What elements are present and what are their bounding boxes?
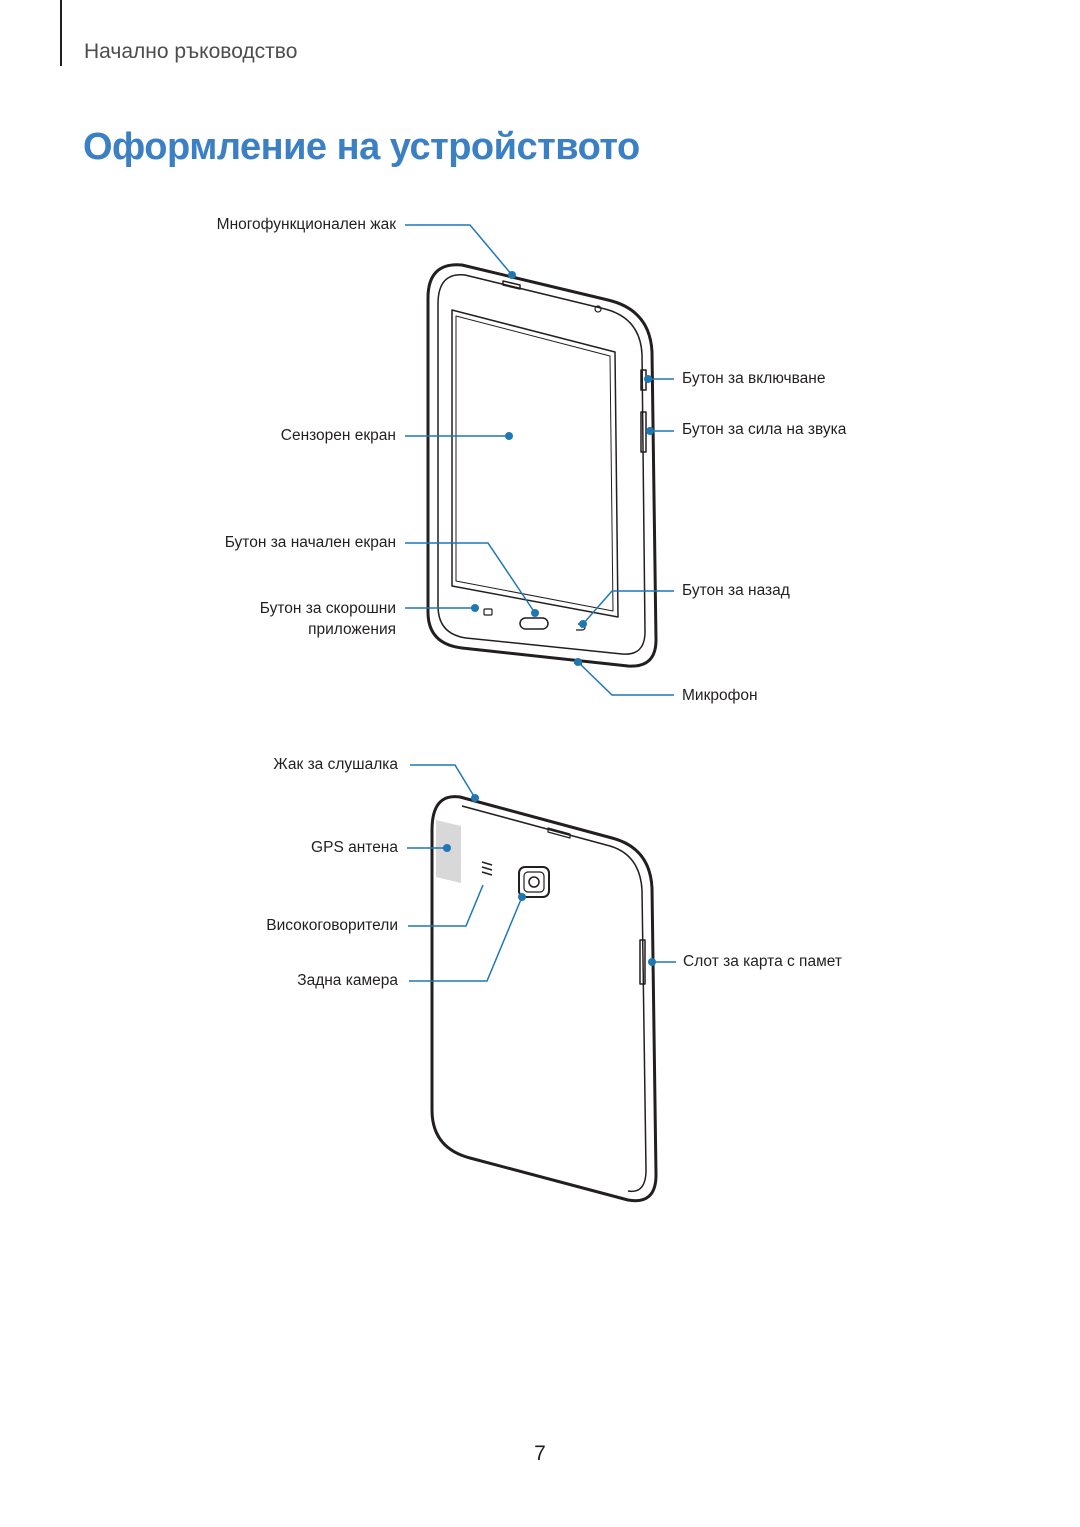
label-speakers: Високоговорители	[266, 917, 398, 934]
label-rear-camera: Задна камера	[297, 972, 398, 989]
dot-rear-camera	[518, 893, 526, 901]
front-callouts	[405, 224, 674, 696]
back-device-body	[430, 795, 658, 1203]
label-gps-antenna: GPS антена	[311, 839, 398, 856]
front-callout-dots	[471, 271, 654, 666]
label-home-button: Бутон за начален екран	[224, 534, 396, 551]
back-card-slot	[639, 939, 646, 985]
callout-speakers	[408, 884, 484, 927]
dot-touch-screen	[505, 432, 513, 440]
front-device-bezel	[437, 274, 646, 655]
back-speaker-grille	[481, 861, 493, 876]
label-volume-button: Бутон за сила на звука	[682, 421, 847, 438]
callout-home-button	[405, 542, 536, 614]
label-touch-screen: Сензорен екран	[280, 427, 396, 444]
back-camera-lens	[528, 876, 540, 888]
back-device	[430, 795, 658, 1203]
dot-microphone	[574, 658, 582, 666]
label-power-button: Бутон за включване	[682, 370, 826, 387]
dot-gps-antenna	[443, 844, 451, 852]
dot-memory-card-slot	[648, 958, 656, 966]
callout-rear-camera	[409, 896, 523, 982]
callout-microphone	[577, 661, 674, 696]
label-recent-apps-line2: приложения	[308, 621, 396, 638]
label-headset-jack: Жак за слушалка	[273, 756, 398, 773]
back-device-edge	[461, 805, 647, 1193]
label-recent-apps-line1: Бутон за скорошни	[259, 600, 396, 617]
callout-headset-jack	[410, 764, 476, 799]
page-title: Оформление на устройството	[83, 126, 640, 168]
label-multifunction-jack: Многофункционален жак	[216, 216, 396, 233]
dot-power-button	[644, 375, 652, 383]
front-recent-key	[483, 608, 493, 616]
label-back-button: Бутон за назад	[682, 582, 790, 599]
dot-recent-apps	[471, 604, 479, 612]
dot-volume-button	[646, 427, 654, 435]
front-volume-key	[640, 411, 647, 453]
front-sensor	[594, 305, 602, 313]
back-camera-ring	[523, 871, 545, 893]
callout-back-button	[582, 590, 674, 625]
dot-headset-jack	[471, 794, 479, 802]
front-screen	[451, 309, 619, 618]
dot-home-button	[531, 609, 539, 617]
callout-multifunction-jack	[405, 224, 513, 276]
back-camera-housing	[518, 866, 550, 898]
dot-back-button	[579, 620, 587, 628]
front-device	[426, 263, 658, 668]
back-callouts	[407, 764, 676, 982]
dot-multifunction-jack	[508, 271, 516, 279]
back-callout-dots	[443, 794, 656, 966]
front-top-slot	[502, 280, 521, 290]
chapter-title: Начално ръководство	[84, 40, 298, 63]
label-memory-card-slot: Слот за карта с памет	[683, 953, 842, 970]
front-device-body	[426, 263, 658, 668]
front-screen-inner	[455, 315, 614, 612]
front-home-key	[519, 617, 549, 630]
page-number: 7	[534, 1442, 546, 1465]
label-microphone: Микрофон	[682, 687, 758, 704]
side-rule	[60, 0, 62, 66]
back-top-slot	[547, 827, 571, 839]
